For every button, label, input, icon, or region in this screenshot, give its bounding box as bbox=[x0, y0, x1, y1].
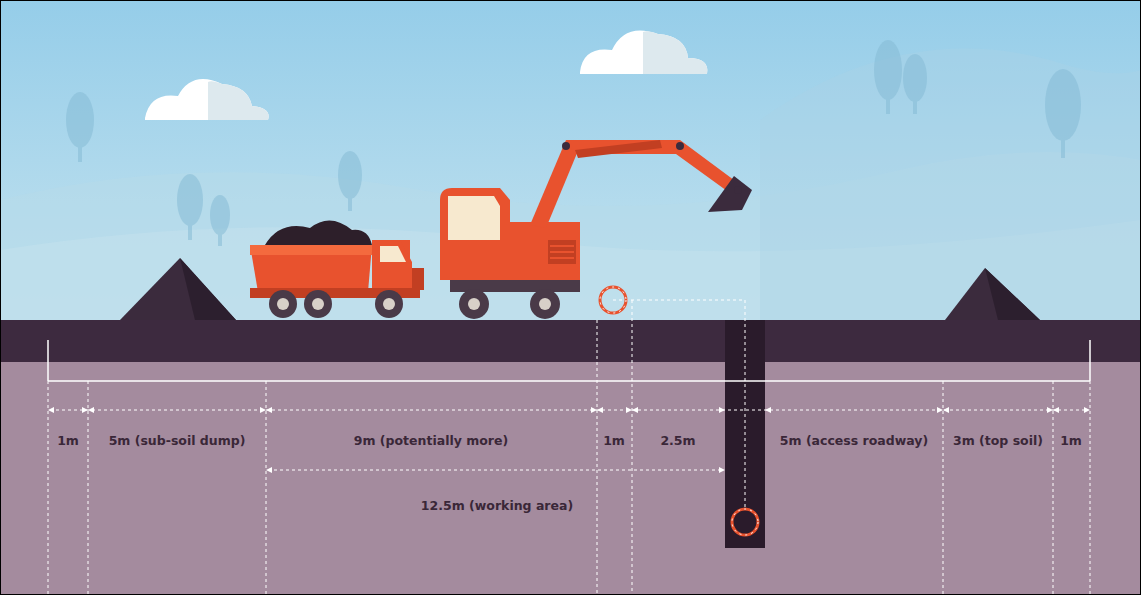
dimension-label: 1m bbox=[603, 433, 625, 448]
dimension-label: 2.5m bbox=[660, 433, 695, 448]
dump-truck bbox=[250, 220, 424, 318]
excavator bbox=[440, 140, 752, 319]
dimension-label: 1m bbox=[57, 433, 79, 448]
dimension-label: 9m (potentially more) bbox=[354, 433, 508, 448]
dimension-label: 5m (sub-soil dump) bbox=[109, 433, 246, 448]
dimension-label: 5m (access roadway) bbox=[780, 433, 928, 448]
dimension-label: 3m (top soil) bbox=[953, 433, 1043, 448]
dimension-label: 12.5m (working area) bbox=[421, 498, 573, 513]
dimension-label: 1m bbox=[1060, 433, 1082, 448]
